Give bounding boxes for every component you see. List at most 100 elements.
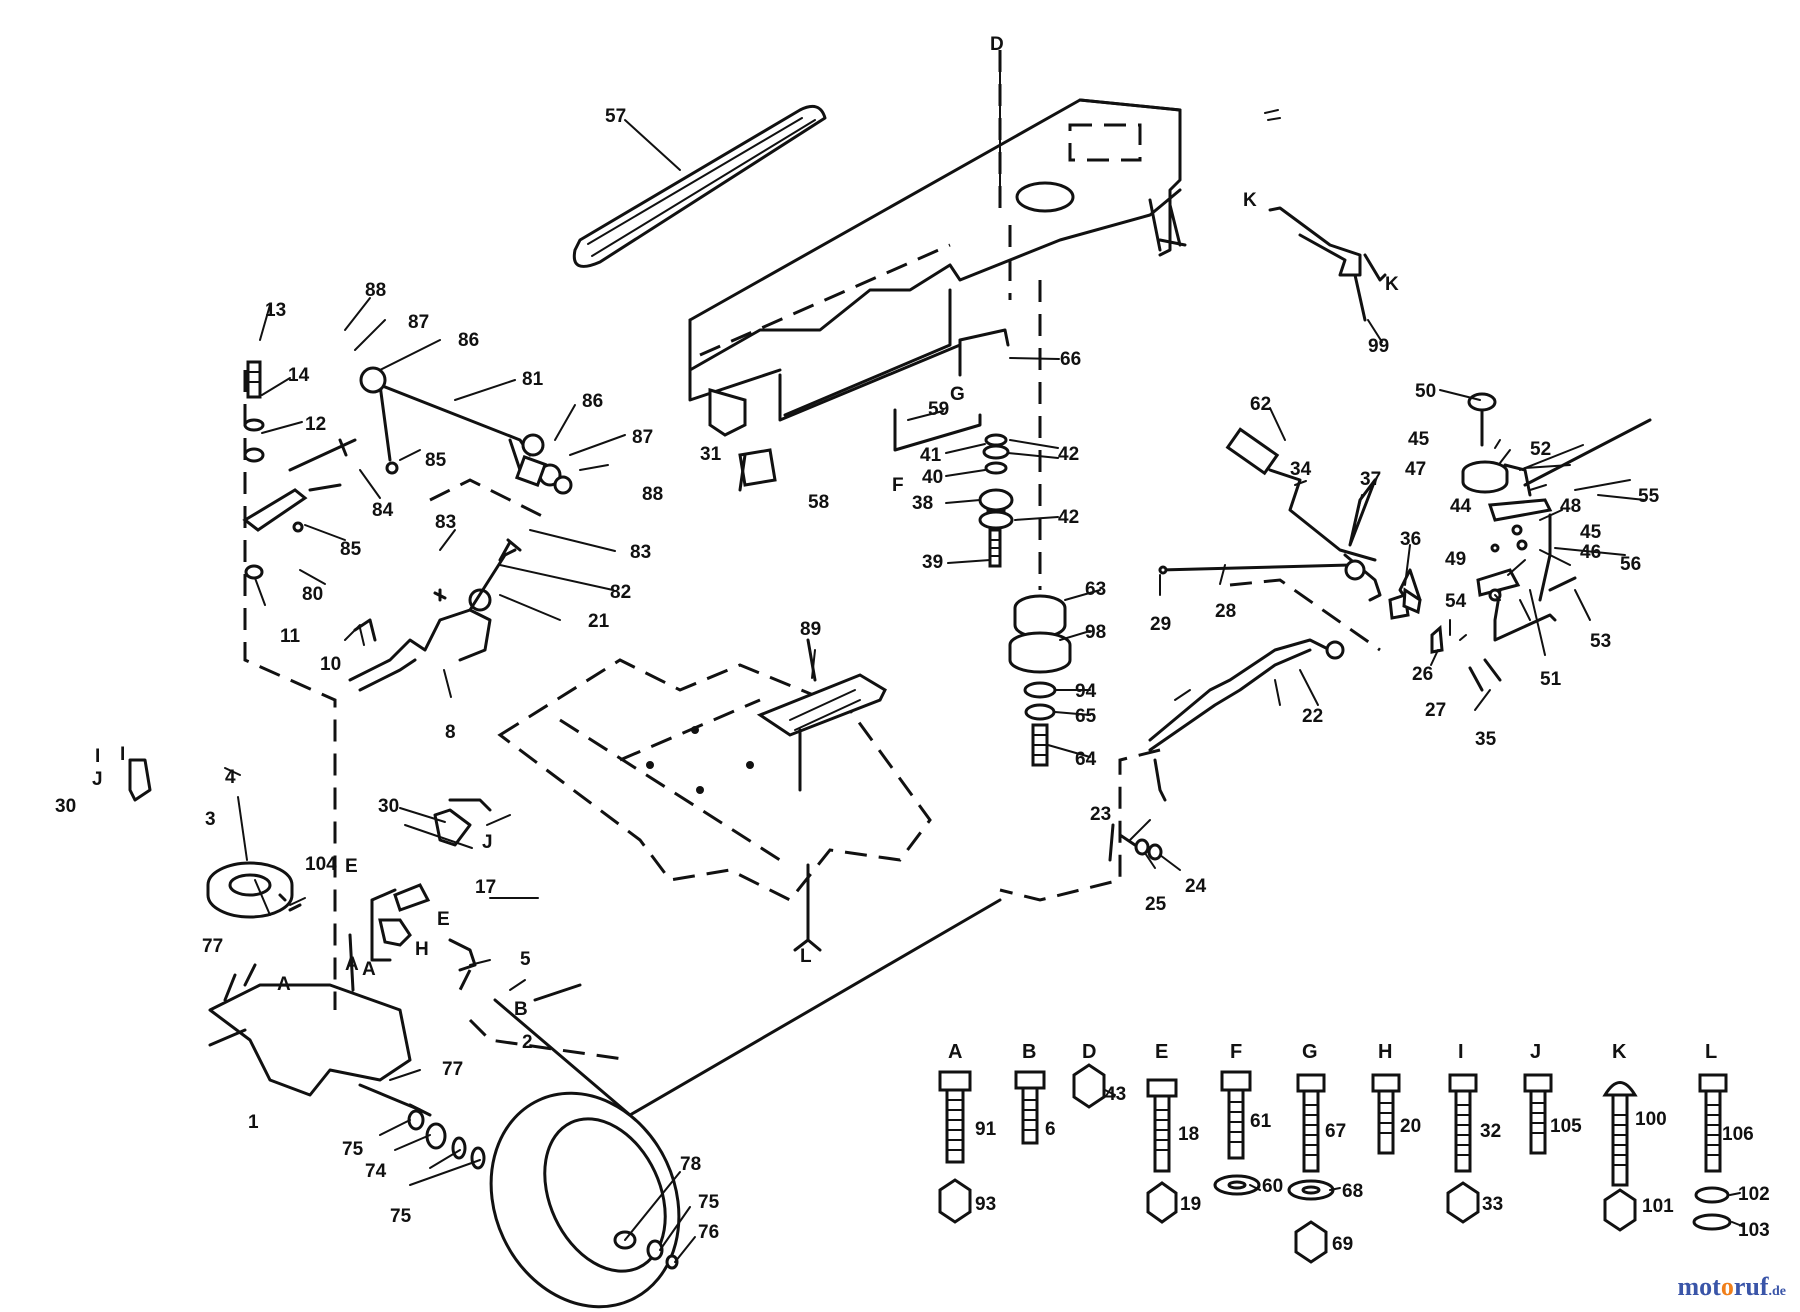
key-nut-103: 103 (1738, 1220, 1770, 1241)
pivot-bracket (1430, 392, 1652, 692)
marker-A-3: A (362, 959, 376, 980)
callout-57: 57 (605, 106, 626, 127)
key-bolt-100: 100 (1635, 1109, 1667, 1130)
key-bolt-106: 106 (1722, 1124, 1754, 1145)
marker-I-2: I (120, 744, 125, 765)
callout-41: 41 (920, 445, 942, 466)
callout-75-bottom: 75 (390, 1206, 412, 1227)
callout-27: 27 (1425, 700, 1446, 721)
callout-24: 24 (1185, 876, 1207, 897)
key-bolt-91: 91 (975, 1119, 997, 1140)
callout-40: 40 (922, 467, 943, 488)
frame (688, 98, 1187, 422)
callout-3: 3 (205, 809, 216, 830)
key-letter-J: J (1530, 1041, 1541, 1063)
callout-66: 66 (1060, 349, 1081, 370)
marker-E-lower: E (437, 909, 450, 930)
callout-8: 8 (445, 722, 456, 743)
callout-38: 38 (912, 493, 933, 514)
callout-17: 17 (475, 877, 496, 898)
watermark-o: o (1720, 1272, 1734, 1301)
callout-12: 12 (305, 414, 326, 435)
key-bolt-105: 105 (1550, 1116, 1582, 1137)
callout-59: 59 (928, 399, 949, 420)
callout-81: 81 (522, 369, 544, 390)
marker-F: F (892, 475, 904, 496)
key-bolt-67: 67 (1325, 1121, 1346, 1142)
callout-78: 78 (680, 1154, 701, 1175)
marker-K-mid: K (1385, 274, 1399, 295)
callout-1: 1 (248, 1112, 259, 1133)
callout-85-lower: 85 (340, 539, 362, 560)
top-right-strap (1268, 206, 1387, 322)
marker-K-top: K (1243, 190, 1257, 211)
callout-104: 104 (305, 854, 337, 875)
callout-5: 5 (520, 949, 531, 970)
callout-46: 46 (1580, 542, 1601, 563)
callout-85-left: 85 (425, 450, 447, 471)
callout-23: 23 (1090, 804, 1111, 825)
marker-L: L (800, 946, 812, 967)
marker-E-upper: E (345, 856, 358, 877)
callout-10: 10 (320, 654, 341, 675)
key-letter-F: F (1230, 1041, 1242, 1063)
callout-22: 22 (1302, 706, 1323, 727)
callout-29: 29 (1150, 614, 1171, 635)
callout-62: 62 (1250, 394, 1271, 415)
callout-82: 82 (610, 582, 631, 603)
key-letter-I: I (1458, 1041, 1464, 1063)
mower-deck-outline (497, 638, 932, 952)
callout-14: 14 (288, 365, 310, 386)
callout-34: 34 (1290, 459, 1312, 480)
callout-30-mid: 30 (378, 796, 399, 817)
key-nut-19: 19 (1180, 1194, 1201, 1215)
key-letter-D: D (1082, 1041, 1096, 1063)
callout-numbers: 57 88 87 86 81 86 87 88 13 14 12 85 84 8… (55, 106, 1660, 1243)
right-linkage (1148, 427, 1422, 802)
letter-markers: D G F K K L E E H B A A A I I J J (92, 34, 1399, 1020)
callout-86-top: 86 (458, 330, 479, 351)
callout-50: 50 (1415, 381, 1436, 402)
key-nut-101: 101 (1642, 1196, 1674, 1217)
callout-2: 2 (522, 1032, 533, 1053)
callout-42-mid: 42 (1058, 507, 1079, 528)
callout-56: 56 (1620, 554, 1641, 575)
callout-64: 64 (1075, 749, 1097, 770)
callout-88-top: 88 (365, 280, 386, 301)
callout-30-left: 30 (55, 796, 76, 817)
marker-J-1: J (92, 769, 103, 790)
marker-D: D (990, 34, 1004, 55)
callout-28: 28 (1215, 601, 1236, 622)
callout-77-left: 77 (202, 936, 223, 957)
callout-31: 31 (700, 444, 722, 465)
key-bolt-20: 20 (1400, 1116, 1421, 1137)
left-linkage (242, 360, 573, 580)
callout-80: 80 (302, 584, 323, 605)
key-bolt-32: 32 (1480, 1121, 1501, 1142)
leader-lines (224, 62, 1743, 1263)
key-letter-E: E (1155, 1041, 1168, 1063)
callout-45-right: 45 (1580, 522, 1602, 543)
callout-76: 76 (698, 1222, 719, 1243)
key-nut-102: 102 (1738, 1184, 1770, 1205)
callout-99: 99 (1368, 336, 1389, 357)
callout-4: 4 (225, 767, 236, 788)
key-nut-93: 93 (975, 1194, 996, 1215)
callout-48: 48 (1560, 496, 1581, 517)
marker-J-2: J (482, 832, 493, 853)
marker-H: H (415, 939, 429, 960)
callout-26: 26 (1412, 664, 1433, 685)
key-nut-33: 33 (1482, 1194, 1503, 1215)
callout-36: 36 (1400, 529, 1421, 550)
callout-87-right: 87 (632, 427, 653, 448)
callout-25: 25 (1145, 894, 1167, 915)
callout-75-left: 75 (342, 1139, 364, 1160)
watermark: motoruf.de (1678, 1272, 1787, 1302)
callout-94: 94 (1075, 681, 1097, 702)
callout-39: 39 (922, 552, 943, 573)
pedal-linkage (344, 538, 522, 692)
callout-51: 51 (1540, 669, 1562, 690)
marker-I-1: I (95, 746, 100, 767)
